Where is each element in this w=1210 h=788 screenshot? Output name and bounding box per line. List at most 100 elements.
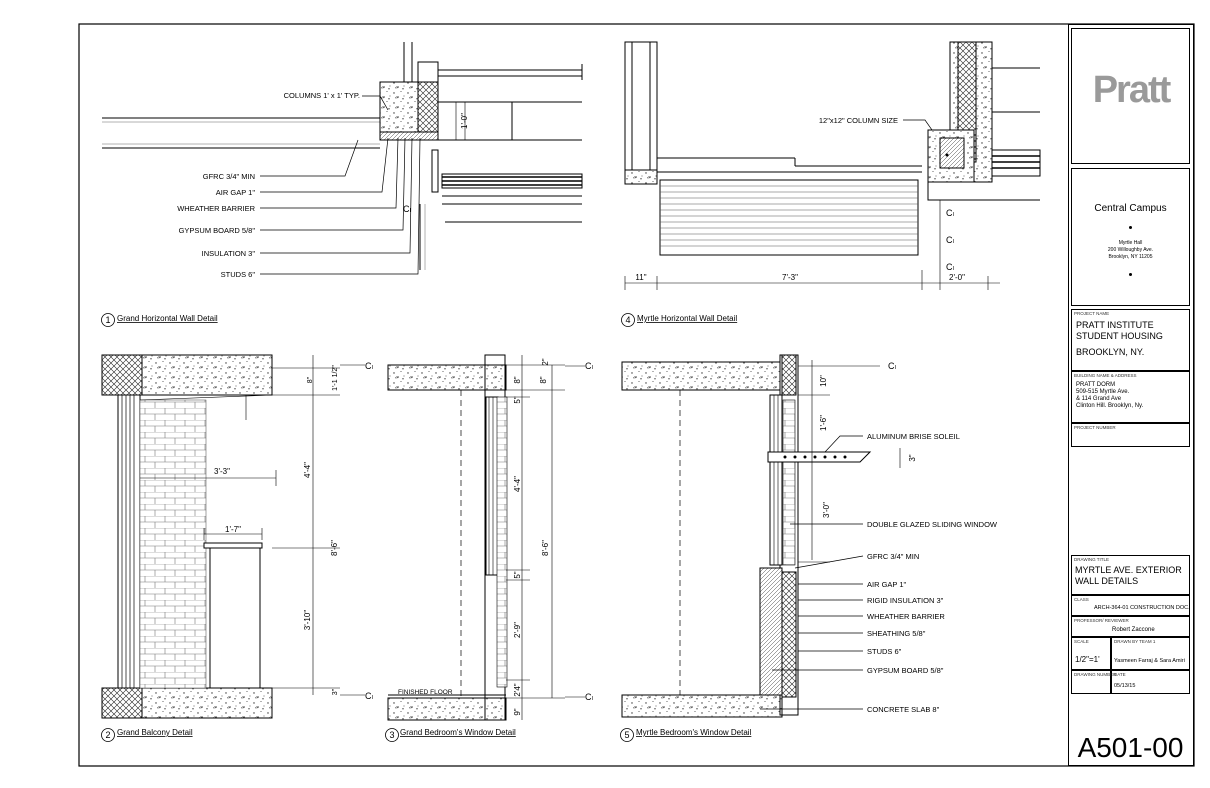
detail-3-dimension: 8" <box>513 376 522 383</box>
detail-4-drawing <box>624 41 1041 290</box>
detail-5-dimension: 3'-0" <box>822 502 831 518</box>
centerline-marker: Cₗ <box>585 692 593 702</box>
detail-1-callout: COLUMNS 1' x 1' TYP. <box>284 91 360 100</box>
campus-panel: Central Campus Myrtle Hall 200 Willoughb… <box>1071 168 1190 306</box>
project-line-1: PRATT INSTITUTE <box>1076 320 1154 330</box>
drawing-number-label: DRAWING NUMBER <box>1074 672 1117 677</box>
detail-5-callout: SHEATHING 5/8" <box>867 629 926 638</box>
class-value: ARCH-364-01 CONSTRUCTION DOC. <box>1094 605 1190 611</box>
detail-2-dimension: 3'-10" <box>303 610 312 631</box>
detail-3-dimension: 2'-9" <box>513 622 522 638</box>
detail-2-drawing <box>101 354 365 719</box>
detail-1-callout: GYPSUM BOARD 5/8" <box>179 226 256 235</box>
campus-dot-top <box>1129 226 1132 229</box>
centerline-marker: Cₗ <box>585 361 593 371</box>
professor-value: Robert Zaccone <box>1112 627 1155 633</box>
detail-5-callout: ALUMINUM BRISE SOLEIL <box>867 432 960 441</box>
logo-panel: Pratt <box>1071 28 1190 164</box>
detail-3-dimension: 2" <box>541 358 550 365</box>
pratt-logo: Pratt <box>1092 69 1172 111</box>
centerline-marker: Cₗ <box>888 361 896 371</box>
class-panel: CLASS ARCH-364-01 CONSTRUCTION DOC. <box>1071 595 1190 616</box>
detail-5-dimension: 1'-6" <box>819 415 828 431</box>
detail-5-callout: RIGID INSULATION 3" <box>867 596 944 605</box>
scale-value: 1/2"=1' <box>1075 655 1100 664</box>
detail-3-dimension: 8'-6" <box>541 540 550 556</box>
date-value: 05/13/15 <box>1114 683 1136 689</box>
drawing-title-panel: DRAWING TITLE MYRTLE AVE. EXTERIOR WALL … <box>1071 555 1190 595</box>
detail-3-dimension: 5" <box>513 396 522 403</box>
building-label: BUILDING NAME & ADDRESS <box>1074 373 1137 378</box>
building-line-3: & 114 Grand Ave <box>1076 396 1122 402</box>
drawing-title-line-2: WALL DETAILS <box>1075 576 1139 586</box>
detail-5-callout: GFRC 3/4" MIN <box>867 552 919 561</box>
detail-5-callout: CONCRETE SLAB 8" <box>867 705 940 714</box>
detail-1-drawing <box>102 42 583 275</box>
scale-panel: SCALE 1/2"=1' <box>1071 637 1111 670</box>
detail-3-dimension: 5" <box>513 571 522 578</box>
detail-5-title: Myrtle Bedroom's Window Detail <box>636 728 752 737</box>
detail-2-dimension: 8" <box>307 376 314 383</box>
project-number-panel: PROJECT NUMBER <box>1071 423 1190 447</box>
detail-5-callout: WHEATHER BARRIER <box>867 612 945 621</box>
building-panel: BUILDING NAME & ADDRESS PRATT DORM 509-5… <box>1071 371 1190 423</box>
detail-3-dimension: 9" <box>513 708 522 715</box>
class-label: CLASS <box>1074 597 1089 602</box>
detail-2-dimension: 8'-6" <box>330 540 339 556</box>
centerline-marker: Cₗ <box>946 208 954 218</box>
detail-1-number: 1 <box>105 315 110 325</box>
centerline-marker: Cₗ <box>946 262 954 272</box>
detail-2-dimension: 4'-4" <box>303 462 312 478</box>
detail-1-callout: WHEATHER BARRIER <box>177 204 255 213</box>
detail-3-callout: FINISHED FLOOR <box>398 689 453 696</box>
centerline-marker: Cₗ <box>365 361 373 371</box>
detail-1-callout: INSULATION 3" <box>202 249 256 258</box>
detail-2-dimension: 1'-7" <box>225 525 241 534</box>
detail-1-title: Grand Horizontal Wall Detail <box>117 314 218 323</box>
professor-panel: PROFESSOR/ REVIEWER Robert Zaccone <box>1071 616 1190 637</box>
detail-2-title: Grand Balcony Detail <box>117 728 193 737</box>
project-line-2: STUDENT HOUSING <box>1076 331 1163 341</box>
detail-5-callout: AIR GAP 1" <box>867 580 907 589</box>
detail-5-callout: DOUBLE GLAZED SLIDING WINDOW <box>867 520 998 529</box>
detail-1-callout: GFRC 3/4" MIN <box>203 172 255 181</box>
detail-3-title: Grand Bedroom's Window Detail <box>400 728 516 737</box>
building-line-2: 509-515 Myrtle Ave. <box>1076 389 1130 395</box>
project-number-label: PROJECT NUMBER <box>1074 425 1116 430</box>
detail-4-dimension: 2'-0" <box>949 273 965 282</box>
centerline-marker: Cₗ <box>946 235 954 245</box>
drawing-title-label: DRAWING TITLE <box>1074 557 1110 562</box>
date-panel: DATE 05/13/15 <box>1111 670 1190 694</box>
drawn-by-value: Yasmeen Farraj & Sara Amiri <box>1114 658 1185 664</box>
campus-dot-bottom <box>1129 273 1132 276</box>
drawing-number-label-panel: DRAWING NUMBER <box>1071 670 1116 694</box>
centerline-marker: Cₗ <box>365 691 373 701</box>
scale-label: SCALE <box>1074 639 1089 644</box>
detail-5-drawing <box>621 354 901 718</box>
drawing-number: A501-00 <box>1077 732 1184 763</box>
detail-2-number: 2 <box>105 730 110 740</box>
campus-address-1: Myrtle Hall <box>1118 240 1143 246</box>
detail-5-number: 5 <box>624 730 629 740</box>
project-panel: PROJECT NAME PRATT INSTITUTE STUDENT HOU… <box>1071 309 1190 371</box>
campus-title: Central Campus <box>1094 203 1167 214</box>
campus-address-2: 200 Willoughby Ave. <box>1107 247 1154 253</box>
drawn-by-panel: DRAWN BY TEAM 1 Yasmeen Farraj & Sara Am… <box>1111 637 1190 670</box>
date-label: DATE <box>1114 672 1126 677</box>
drawing-title-line-1: MYRTLE AVE. EXTERIOR <box>1075 565 1182 575</box>
detail-4-title: Myrtle Horizontal Wall Detail <box>637 314 737 323</box>
detail-4-number: 4 <box>625 315 630 325</box>
detail-4-callout: 12"x12" COLUMN SIZE <box>819 116 898 125</box>
detail-4-dimension: 7'-3" <box>782 273 798 282</box>
detail-3-number: 3 <box>389 730 394 740</box>
professor-label: PROFESSOR/ REVIEWER <box>1074 618 1129 623</box>
detail-3-drawing <box>387 354 585 721</box>
detail-2-dimension: 3'-3" <box>214 467 230 476</box>
detail-3-dimension: 2'4" <box>513 683 522 696</box>
campus-address-3: Brooklyn, NY 11205 <box>1108 254 1153 260</box>
detail-2-dimension: 3" <box>332 688 339 695</box>
title-block <box>1068 24 1194 766</box>
detail-5-callout: GYPSUM BOARD 5/8" <box>867 666 944 675</box>
project-line-3: BROOKLYN, NY. <box>1076 347 1145 357</box>
